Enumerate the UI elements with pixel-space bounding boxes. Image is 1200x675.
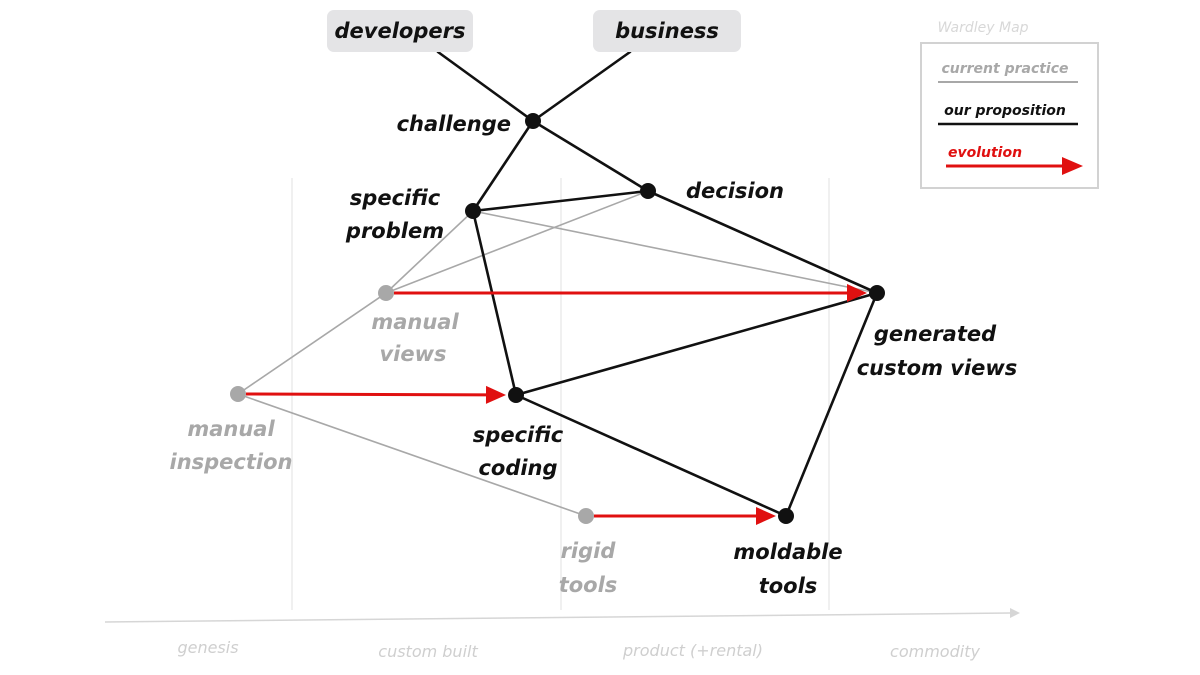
link-specific-coding-generated-custom-views [514, 291, 879, 397]
stage-label-product: product (+rental) [622, 641, 763, 660]
evolution-arrows [245, 284, 867, 525]
map-title: Wardley Map [937, 20, 1028, 36]
stage-label-commodity: commodity [890, 642, 980, 661]
legend-proposition-label: our proposition [944, 103, 1066, 119]
label-generated-2: custom views [857, 356, 1018, 380]
label-manual-views-2: views [379, 342, 446, 366]
node-manual-inspection [230, 386, 246, 402]
node-decision [640, 183, 656, 199]
user-developers: developers [327, 10, 473, 52]
label-rigid-tools-1: rigid [561, 539, 617, 563]
link-decision-generated-custom-views [646, 189, 879, 295]
label-specific-coding-2: coding [478, 456, 557, 480]
link-manual-inspection-rigid-tools [237, 393, 587, 517]
label-specific-coding-1: specific [473, 423, 564, 447]
node-manual-views [378, 285, 394, 301]
link-specific-problem-generated-custom-views [472, 210, 878, 294]
node-rigid-tools [578, 508, 594, 524]
label-manual-views-1: manual [371, 310, 459, 334]
link-specific-problem-specific-coding [471, 209, 518, 397]
label-decision: decision [686, 179, 784, 203]
link-challenge-decision [531, 119, 650, 193]
node-generated-custom-views [869, 285, 885, 301]
label-specific-problem-1: specific [350, 186, 441, 210]
node-moldable-tools [778, 508, 794, 524]
label-generated-1: generated [874, 322, 997, 346]
user-business: business [593, 10, 741, 52]
stage-label-custom-built: custom built [378, 642, 478, 661]
nodes-layer [230, 113, 885, 524]
user-label-business: business [615, 19, 719, 43]
user-pill-developers [327, 10, 473, 52]
node-labels: challenge decision specific problem manu… [170, 112, 1018, 598]
evolution-arrowhead-generated-custom-views [847, 284, 867, 302]
link-developers-challenge [436, 50, 535, 123]
link-decision-manual-views [385, 190, 649, 294]
legend: current practice our proposition evoluti… [920, 42, 1099, 189]
label-manual-inspection-1: manual [187, 417, 275, 441]
link-challenge-specific-problem [471, 119, 535, 213]
label-moldable-tools-2: tools [759, 574, 818, 598]
link-business-challenge [531, 50, 632, 123]
link-specific-coding-moldable-tools [514, 393, 788, 518]
stage-label-genesis: genesis [177, 638, 238, 657]
link-manual-views-manual-inspection [237, 292, 387, 395]
legend-evolution-label: evolution [948, 145, 1022, 161]
label-moldable-tools-1: moldable [733, 540, 842, 564]
label-manual-inspection-2: inspection [170, 450, 293, 474]
evolution-arrowhead-moldable-tools [756, 507, 776, 525]
links-layer [237, 50, 879, 518]
evolution-arrowhead-specific-coding [485, 385, 507, 404]
label-rigid-tools-2: tools [559, 573, 618, 597]
node-specific-problem [465, 203, 481, 219]
link-specific-problem-decision [471, 189, 650, 213]
evolution-axis [104, 612, 1011, 623]
label-specific-problem-2: problem [345, 219, 444, 243]
user-pill-business [593, 10, 741, 52]
legend-box [920, 42, 1099, 189]
user-label-developers: developers [335, 19, 466, 43]
link-specific-problem-manual-views [385, 210, 474, 294]
stage-labels: genesis custom built product (+rental) c… [177, 638, 980, 661]
link-generated-custom-views-moldable-tools [784, 291, 879, 518]
evolution-line-manual-inspection-specific-coding [245, 392, 491, 397]
node-challenge [525, 113, 541, 129]
node-specific-coding [508, 387, 524, 403]
evolution-axis-arrowhead [1010, 608, 1020, 618]
label-challenge: challenge [397, 112, 511, 136]
legend-current-label: current practice [941, 61, 1068, 77]
legend-evolution-arrowhead [1062, 157, 1083, 175]
